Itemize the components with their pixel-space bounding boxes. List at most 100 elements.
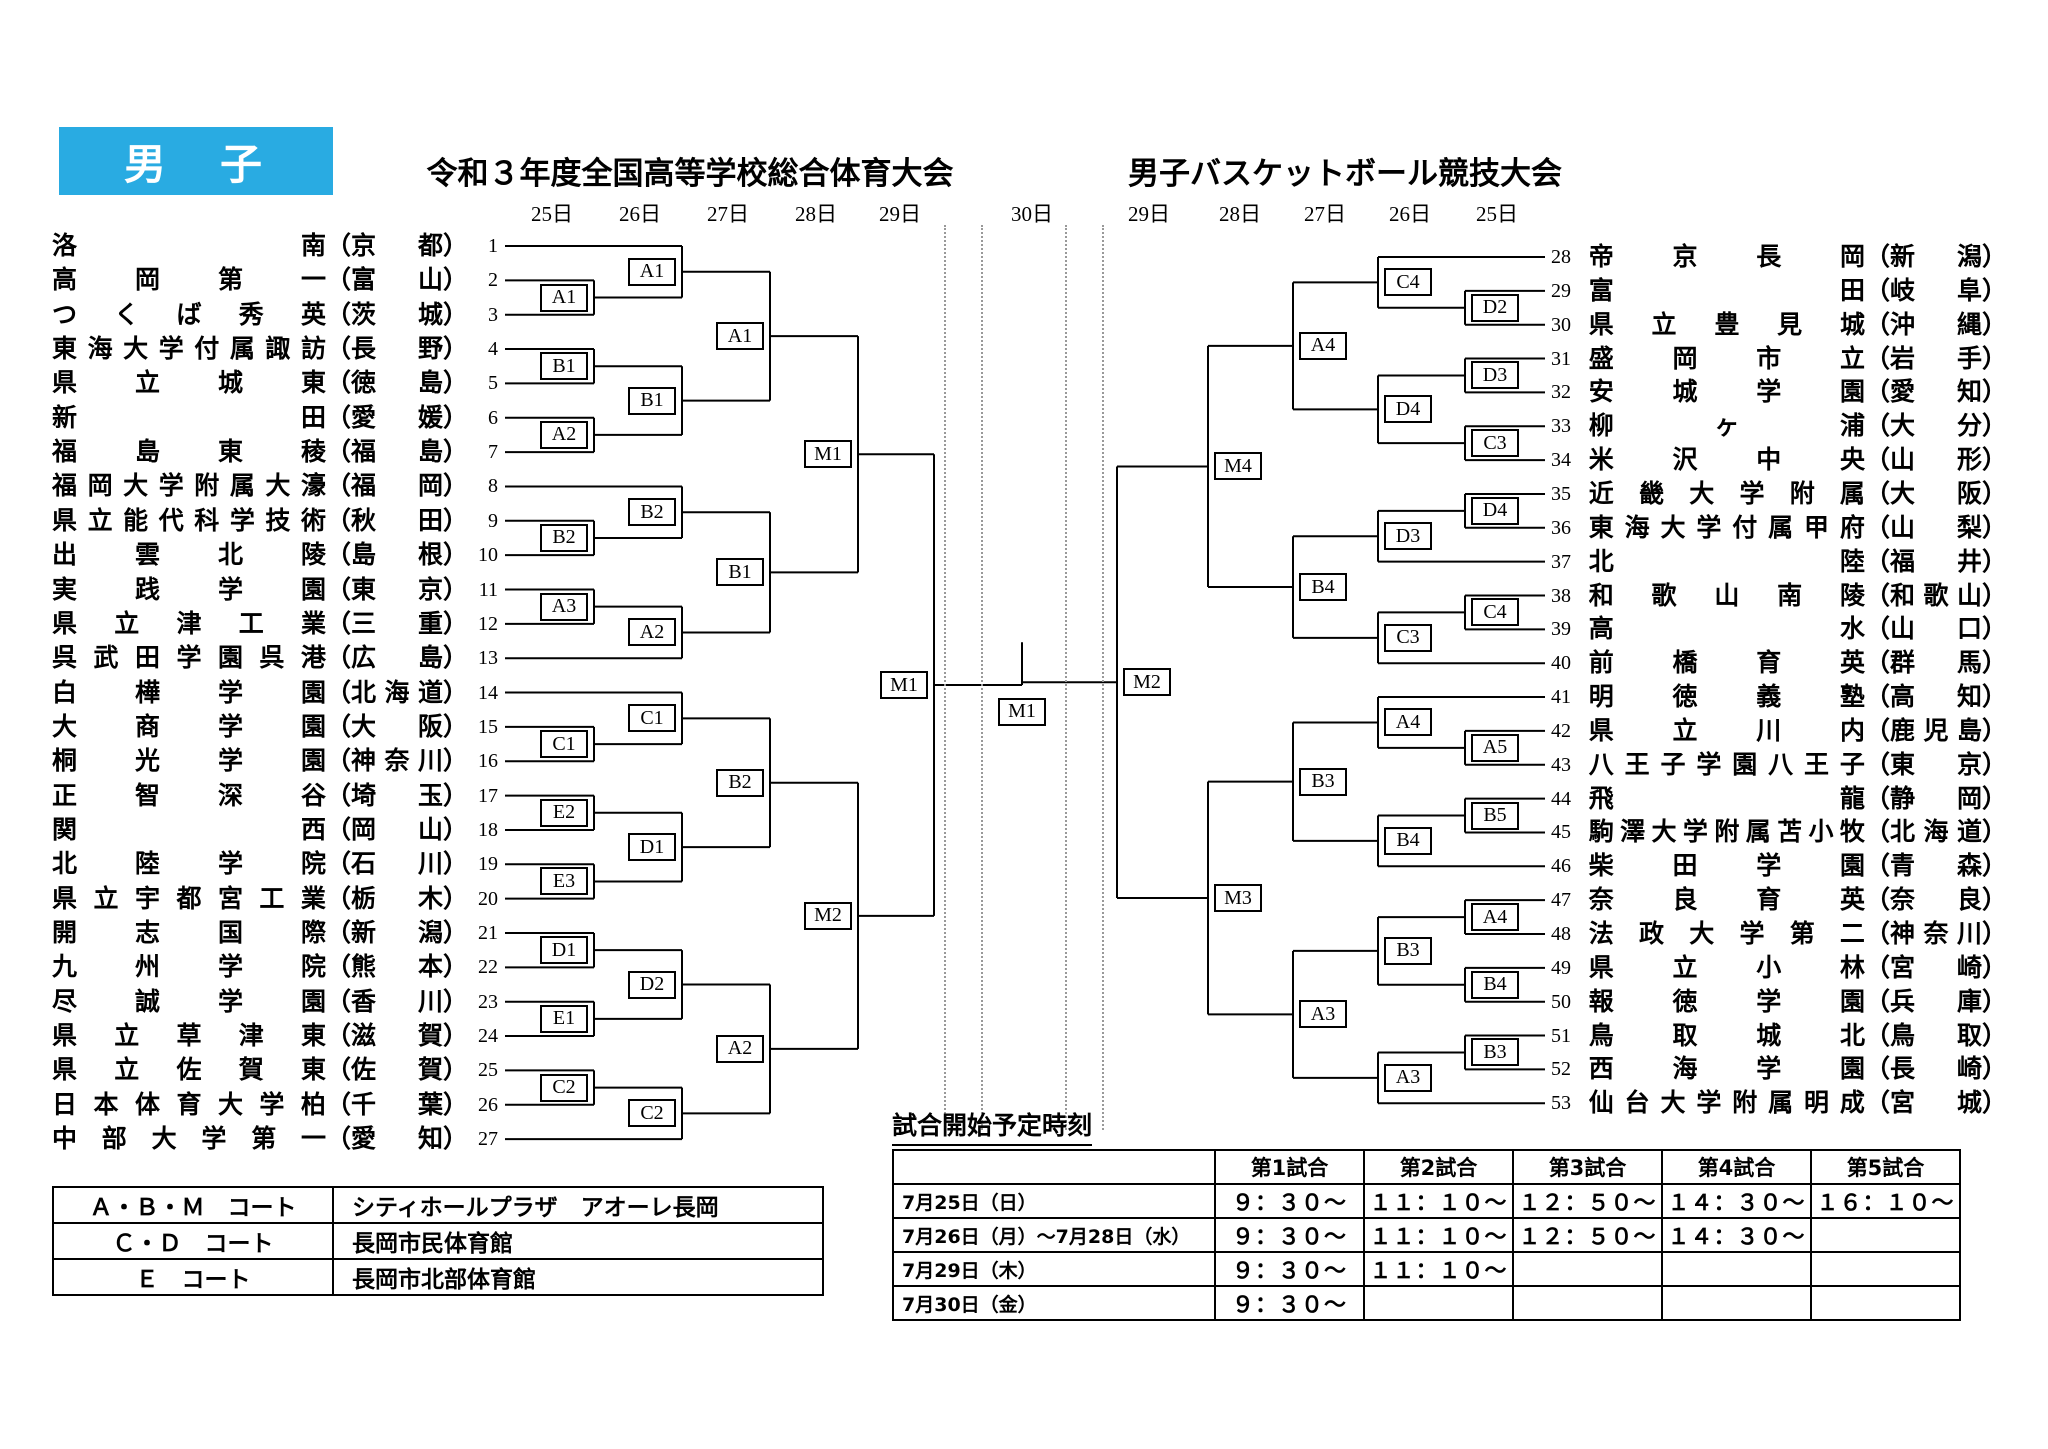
match-left-r1-C1: C1: [540, 730, 588, 759]
team-pref-name: 鳥取: [1889, 1020, 1982, 1050]
game-col-header: 第4試合: [1661, 1149, 1812, 1185]
court-cell: Ｃ・Ｄ コート: [52, 1222, 334, 1260]
team-name: 県立能代科学技術: [52, 505, 326, 535]
team-pref-name: 岡山: [351, 814, 444, 844]
team-seed: 20: [478, 887, 498, 910]
team-row-14: 白樺学園（北海道）14: [52, 678, 498, 708]
team-row-4: 東海大学付属諏訪（長野）4: [52, 334, 498, 364]
schedule-date-cell: 7月29日（木）: [892, 1251, 1216, 1287]
match-right-r1-C3: C3: [1471, 429, 1519, 458]
team-pref: （兵庫）: [1864, 986, 2007, 1016]
team-seed: 29: [1551, 279, 1571, 302]
team-name: 尽誠学園: [52, 986, 326, 1016]
team-seed: 7: [488, 441, 498, 464]
date-header: 29日: [879, 202, 921, 226]
match-right-r4-M3: M3: [1214, 884, 1262, 913]
team-name: 中部大学第一: [52, 1124, 326, 1154]
team-pref: （愛知）: [326, 1124, 469, 1154]
team-seed: 3: [488, 303, 498, 326]
team-name: 八王子学園八王子: [1588, 749, 1865, 779]
team-pref: （茨城）: [326, 299, 469, 329]
fold-mark: [981, 225, 983, 1130]
schedule-time-cell: １６：１０～: [1810, 1183, 1961, 1219]
team-seed: 1: [488, 235, 498, 257]
team-pref: （岐阜）: [1864, 275, 2007, 305]
team-name: 富田: [1588, 275, 1865, 305]
team-pref: （山梨）: [1864, 512, 2007, 542]
team-pref: （大阪）: [326, 711, 469, 741]
team-name: 正智深谷: [52, 780, 326, 810]
team-name: 出雲北陵: [52, 540, 326, 570]
match-right-r1-C4: C4: [1471, 598, 1519, 627]
match-left-r1-A3: A3: [540, 592, 588, 621]
schedule-row: 7月30日（金）９：３０～: [892, 1285, 1961, 1321]
schedule-time-cell: １４：３０～: [1661, 1183, 1812, 1219]
team-pref: （愛知）: [1864, 377, 2007, 407]
event-title: 男子バスケットボール競技大会: [1128, 156, 1562, 192]
team-pref-name: 北海道: [1889, 817, 1982, 847]
schedule-title: 試合開始予定時刻: [892, 1106, 1093, 1146]
team-seed: 9: [488, 509, 498, 532]
team-name: 新田: [52, 402, 326, 432]
team-row-11: 実践学園（東京）11: [52, 575, 498, 605]
team-pref: （山口）: [1864, 614, 2007, 644]
team-seed: 10: [478, 544, 498, 567]
match-right-r3-A3: A3: [1299, 1000, 1347, 1029]
team-pref: （千葉）: [326, 1089, 469, 1119]
team-row-18: 関西（岡山）18: [52, 815, 498, 845]
match-left-r3-A2: A2: [716, 1034, 764, 1063]
team-name: 飛龍: [1588, 783, 1865, 813]
date-header: 27日: [707, 202, 749, 226]
team-pref-name: 和歌山: [1889, 580, 1982, 610]
team-seed: 8: [488, 475, 498, 498]
team-pref: （宮崎）: [1864, 952, 2007, 982]
team-pref-name: 愛知: [1889, 377, 1982, 407]
team-seed: 26: [478, 1093, 498, 1116]
team-seed: 42: [1551, 719, 1571, 742]
team-pref: （福井）: [1864, 546, 2007, 576]
team-name: 安城学園: [1588, 377, 1865, 407]
team-name: 白樺学園: [52, 677, 326, 707]
team-name: 鳥取城北: [1588, 1020, 1865, 1050]
schedule-time-cell: ９：３０～: [1214, 1251, 1365, 1287]
team-pref-name: 静岡: [1889, 783, 1982, 813]
match-left-r2-A2: A2: [628, 618, 676, 647]
team-row-1: 洛南（京都）1: [52, 231, 498, 261]
team-name: 柳ヶ浦: [1588, 411, 1865, 441]
team-pref: （福岡）: [326, 471, 469, 501]
match-left-r2-B2: B2: [628, 498, 676, 527]
venue-cell: 長岡市民体育館: [332, 1222, 824, 1260]
fold-mark: [1102, 225, 1104, 1130]
team-pref: （秋田）: [326, 505, 469, 535]
team-name: 前橋育英: [1588, 648, 1865, 678]
gender-label: 男 子: [123, 139, 268, 189]
team-row-22: 九州学院（熊本）22: [52, 952, 498, 982]
team-pref-name: 岩手: [1889, 343, 1982, 373]
team-name: 近畿大学附属: [1588, 478, 1865, 508]
match-right-r1-D4: D4: [1471, 496, 1519, 525]
team-seed: 18: [478, 818, 498, 841]
date-header: 27日: [1304, 202, 1346, 226]
team-seed: 41: [1551, 686, 1571, 709]
team-pref: （東京）: [326, 574, 469, 604]
match-left-r3-B1: B1: [716, 558, 764, 587]
team-pref-name: 石川: [351, 849, 444, 879]
date-header: 26日: [619, 202, 661, 226]
team-row-9: 県立能代科学技術（秋田） 9: [52, 506, 498, 536]
team-seed: 44: [1551, 787, 1571, 810]
date-header: 28日: [795, 202, 837, 226]
fold-mark: [1065, 225, 1067, 1130]
team-pref-name: 秋田: [351, 505, 444, 535]
team-seed: 23: [478, 990, 498, 1013]
match-left-r4-M1: M1: [804, 440, 852, 469]
